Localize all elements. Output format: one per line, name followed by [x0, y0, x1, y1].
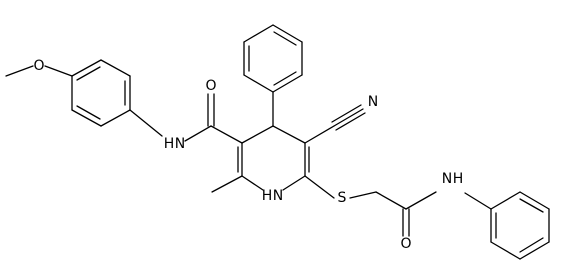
bond-o-aryl [44, 65, 73, 77]
amide1-nitrogen-label: N [175, 136, 185, 152]
bond-methyl [211, 175, 243, 193]
dihydropyridine-ring [237, 125, 310, 191]
bond-methyl-o [5, 65, 34, 77]
ring-nitrogen-label: N [273, 188, 283, 204]
methoxy-oxygen-label: O [33, 58, 44, 74]
amide2-nitrogen-label: N [442, 171, 452, 187]
methoxyphenyl-ring [71, 59, 131, 127]
bond-carbonyl-ring [210, 125, 243, 144]
bond-c5-cn [304, 125, 335, 144]
bond-c6-s [304, 175, 335, 199]
bond-s-ch2 [349, 191, 377, 199]
bond-nh-phenyl2 [464, 192, 492, 210]
ring-hydrogen-label: H [262, 188, 273, 204]
amide2-oxygen-label: O [400, 236, 411, 252]
amide2-hydrogen-label: H [453, 171, 464, 187]
bond-cn-triple-1 [333, 108, 364, 127]
thioether-sulfur-label: S [338, 190, 347, 206]
phenyl-ring-top [243, 24, 303, 93]
bond-ch2-carbonyl [375, 191, 407, 210]
amide1-hydrogen-label: H [164, 136, 175, 152]
bond-aryl-nh [129, 109, 163, 137]
bond-nh-carbonyl [184, 125, 212, 142]
bond-cn-triple-3 [335, 112, 366, 131]
nitrile-nitrogen-label: N [368, 94, 378, 110]
phenyl-ring-right [490, 191, 550, 260]
amide1-oxygen-label: O [205, 78, 216, 94]
bond-cn-triple-2 [331, 104, 362, 123]
bond-carbonyl2-nh [405, 191, 437, 210]
